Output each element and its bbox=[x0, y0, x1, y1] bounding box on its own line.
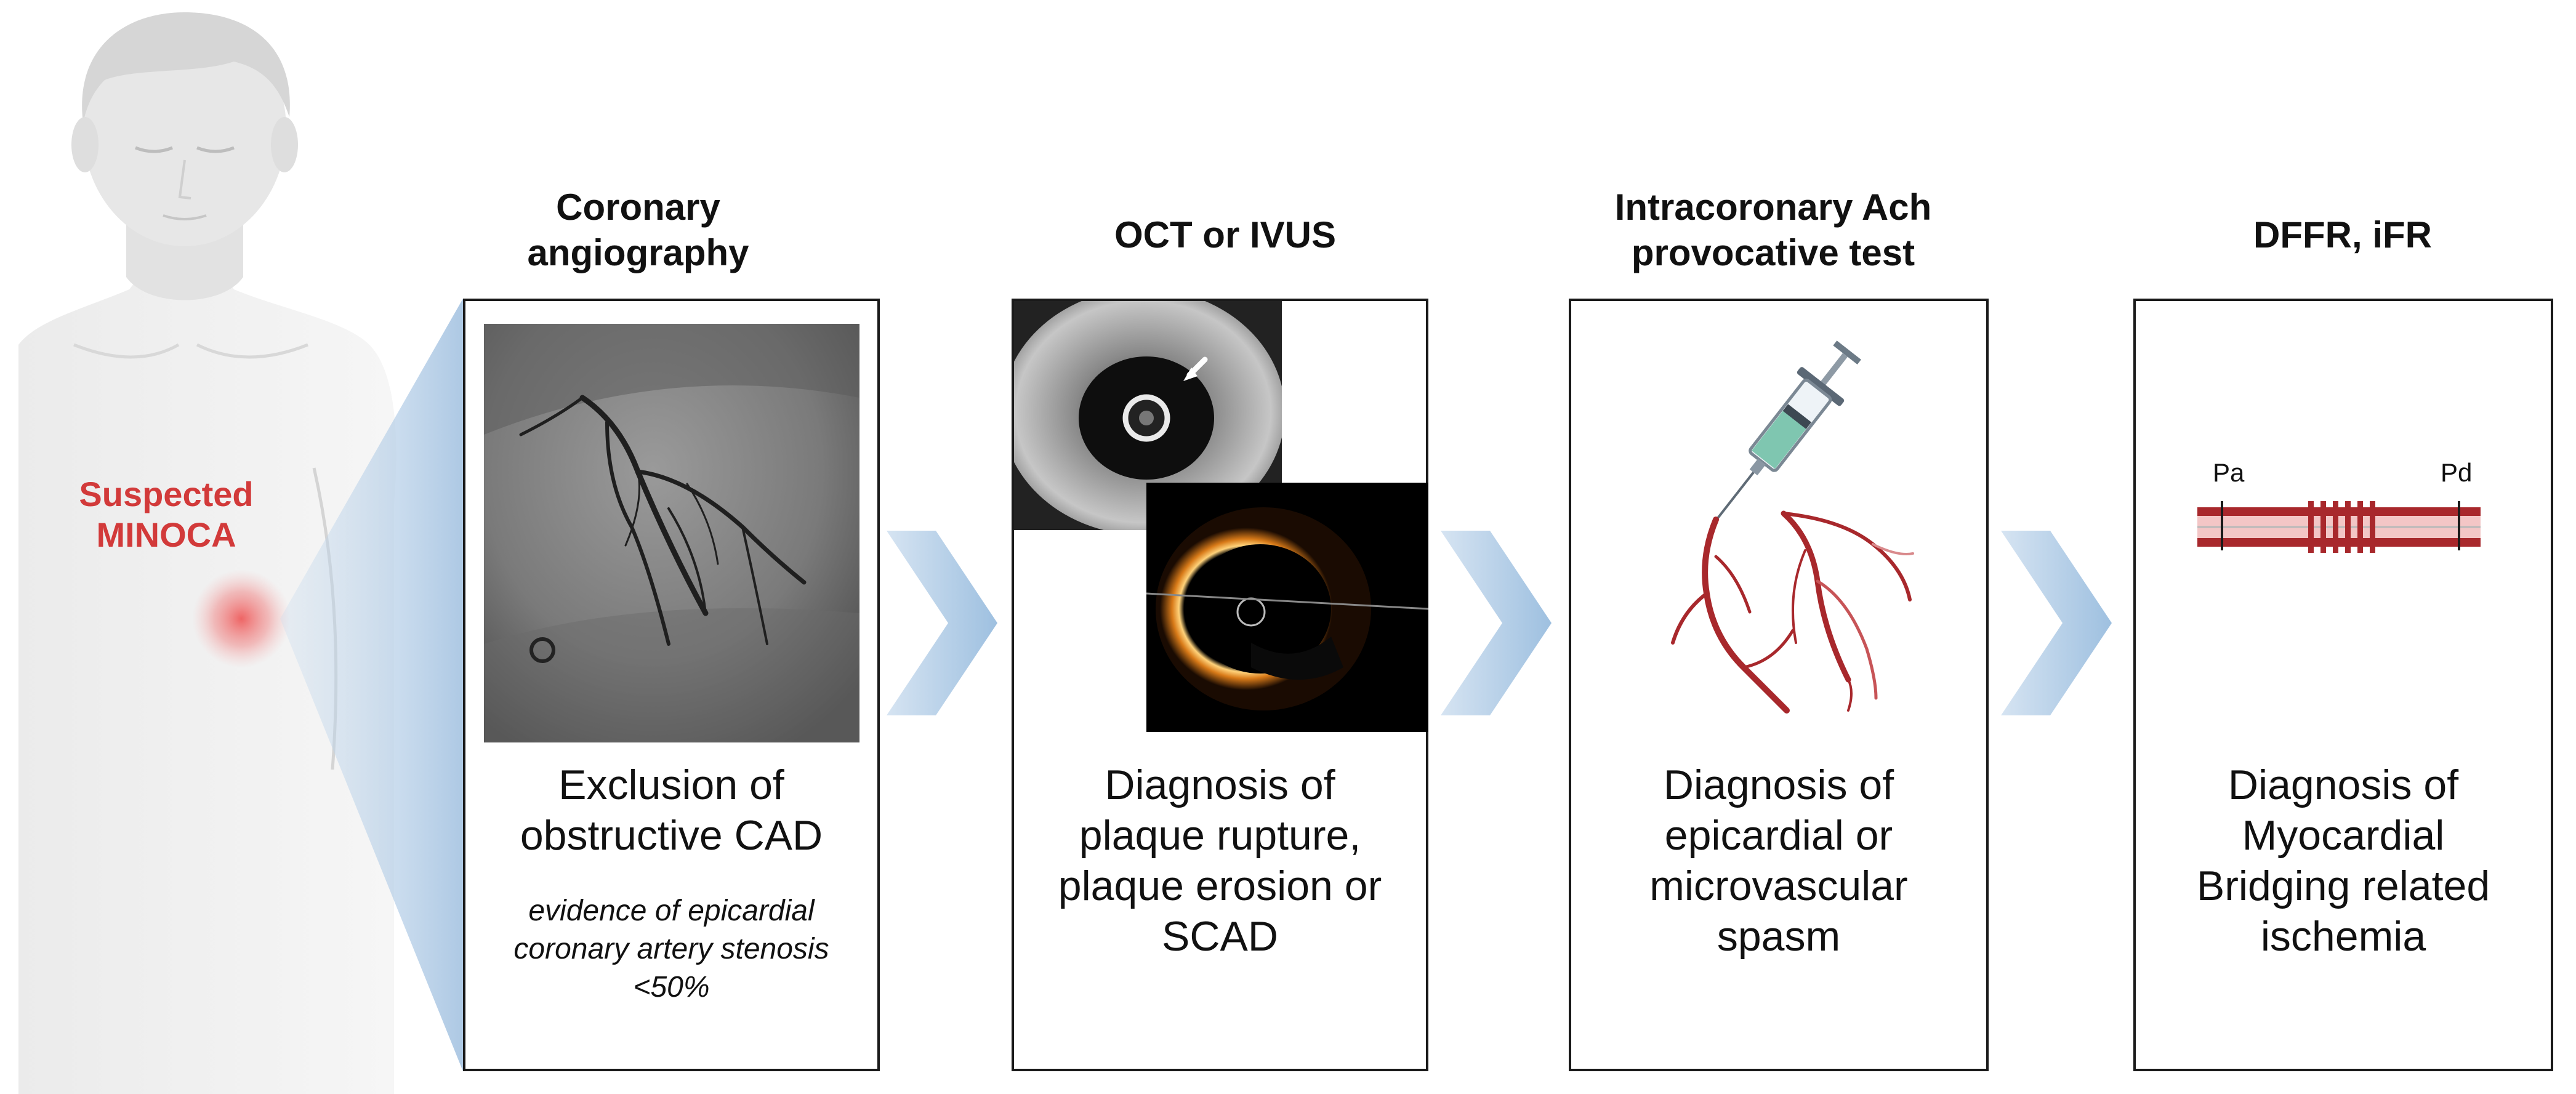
zoom-funnel bbox=[280, 299, 463, 1071]
step2-text-line1: Diagnosis of bbox=[1105, 762, 1335, 808]
step3-panel: Diagnosis of epicardial or microvascular… bbox=[1569, 299, 1989, 1071]
chevron-right-icon bbox=[1441, 531, 1552, 715]
step3-text-line3: microvascular bbox=[1649, 863, 1908, 909]
step4-title: DFFR, iFR bbox=[2130, 212, 2555, 258]
step1-text-line1: Exclusion of bbox=[558, 762, 784, 808]
step2-title: OCT or IVUS bbox=[1010, 212, 1441, 258]
chest-pain-glow bbox=[192, 569, 291, 668]
chevron-right-icon bbox=[2001, 531, 2112, 715]
step1-note-line3: <50% bbox=[633, 971, 710, 1004]
step3-text-line1: Diagnosis of bbox=[1663, 762, 1894, 808]
step2-text-line2: plaque rupture, bbox=[1079, 812, 1361, 859]
step4-text-line2: Myocardial bbox=[2242, 812, 2445, 859]
step1-text: Exclusion of obstructive CAD bbox=[465, 760, 877, 861]
step2-text: Diagnosis of plaque rupture, plaque eros… bbox=[1014, 760, 1426, 962]
step4-text: Diagnosis of Myocardial Bridging related… bbox=[2136, 760, 2551, 962]
patient-silhouette bbox=[18, 12, 396, 1094]
pd-label: Pd bbox=[2441, 458, 2473, 487]
coronary-tree-icon bbox=[1671, 510, 1914, 714]
step1-note-line1: evidence of epicardial bbox=[528, 895, 815, 927]
step3-text-line2: epicardial or bbox=[1664, 812, 1893, 859]
step2-panel: Diagnosis of plaque rupture, plaque eros… bbox=[1012, 299, 1428, 1071]
oct-image bbox=[1146, 483, 1428, 732]
step1-note-line2: coronary artery stenosis bbox=[513, 933, 829, 965]
pa-label: Pa bbox=[2213, 458, 2245, 487]
step1-title: Coronary angiography bbox=[463, 185, 813, 276]
step1-panel: Exclusion of obstructive CAD evidence of… bbox=[463, 299, 880, 1071]
step4-text-line3: Bridging related bbox=[2196, 863, 2490, 909]
step4-text-line4: ischemia bbox=[2260, 913, 2426, 960]
step4-title-line1: DFFR, iFR bbox=[2253, 214, 2432, 255]
chevron-right-icon bbox=[887, 531, 997, 715]
bridged-vessel-icon bbox=[2197, 501, 2481, 553]
patient-label: Suspected MINOCA bbox=[37, 474, 296, 555]
step4-panel: Pa Pd Diagnosis of Myocardial Bridging r… bbox=[2133, 299, 2553, 1071]
step4-text-line1: Diagnosis of bbox=[2228, 762, 2459, 808]
step1-note: evidence of epicardial coronary artery s… bbox=[465, 892, 877, 1007]
angiography-image bbox=[484, 324, 859, 742]
step1-text-line2: obstructive CAD bbox=[520, 812, 823, 859]
step2-text-line4: SCAD bbox=[1162, 913, 1278, 960]
step3-text: Diagnosis of epicardial or microvascular… bbox=[1571, 760, 1986, 962]
patient-label-line1: Suspected bbox=[79, 475, 254, 513]
step3-text-line4: spasm bbox=[1717, 913, 1841, 960]
step1-title-line1: Coronary bbox=[556, 187, 720, 228]
step3-title-line1: Intracoronary Ach bbox=[1614, 187, 1932, 228]
syringe-icon bbox=[1714, 340, 1861, 522]
patient-label-line2: MINOCA bbox=[96, 515, 236, 554]
step1-title-line2: angiography bbox=[527, 232, 749, 273]
step3-title-line2: provocative test bbox=[1631, 232, 1915, 273]
step2-text-line3: plaque erosion or bbox=[1058, 863, 1382, 909]
step3-title: Intracoronary Ach provocative test bbox=[1558, 185, 1989, 276]
step2-title-line1: OCT or IVUS bbox=[1114, 214, 1337, 255]
